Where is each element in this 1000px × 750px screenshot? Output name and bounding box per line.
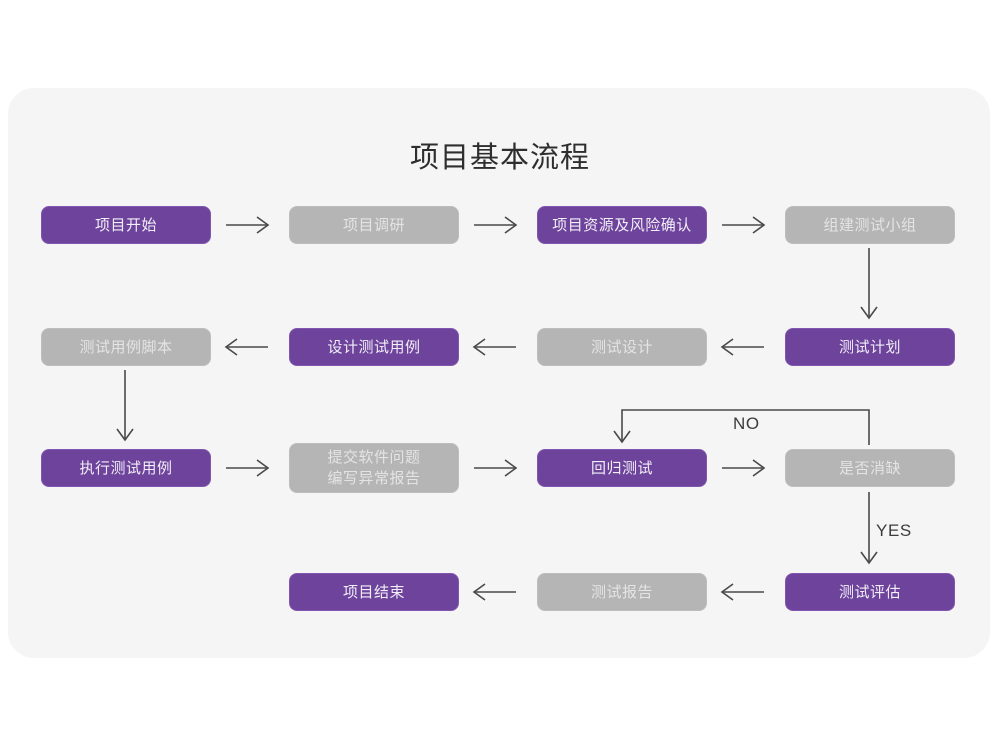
node-test-design[interactable]: 测试设计 — [537, 328, 707, 366]
node-project-research[interactable]: 项目调研 — [289, 206, 459, 244]
page-title: 项目基本流程 — [409, 142, 590, 174]
node-test-report[interactable]: 测试报告 — [537, 573, 707, 611]
node-submit-issue-report[interactable]: 提交软件问题 编写异常报告 — [289, 443, 459, 493]
node-resource-risk-confirm[interactable]: 项目资源及风险确认 — [537, 206, 707, 244]
edge-label-no: NO — [733, 414, 760, 433]
diagram-card — [8, 88, 990, 658]
node-project-start[interactable]: 项目开始 — [41, 206, 211, 244]
node-test-evaluation[interactable]: 测试评估 — [785, 573, 955, 611]
node-execute-testcase[interactable]: 执行测试用例 — [41, 449, 211, 487]
node-defect-cleared[interactable]: 是否消缺 — [785, 449, 955, 487]
node-testcase-script[interactable]: 测试用例脚本 — [41, 328, 211, 366]
node-regression-test[interactable]: 回归测试 — [537, 449, 707, 487]
node-test-plan[interactable]: 测试计划 — [785, 328, 955, 366]
edge-label-yes: YES — [876, 521, 912, 540]
node-build-test-team[interactable]: 组建测试小组 — [785, 206, 955, 244]
node-design-testcase[interactable]: 设计测试用例 — [289, 328, 459, 366]
node-project-end[interactable]: 项目结束 — [289, 573, 459, 611]
